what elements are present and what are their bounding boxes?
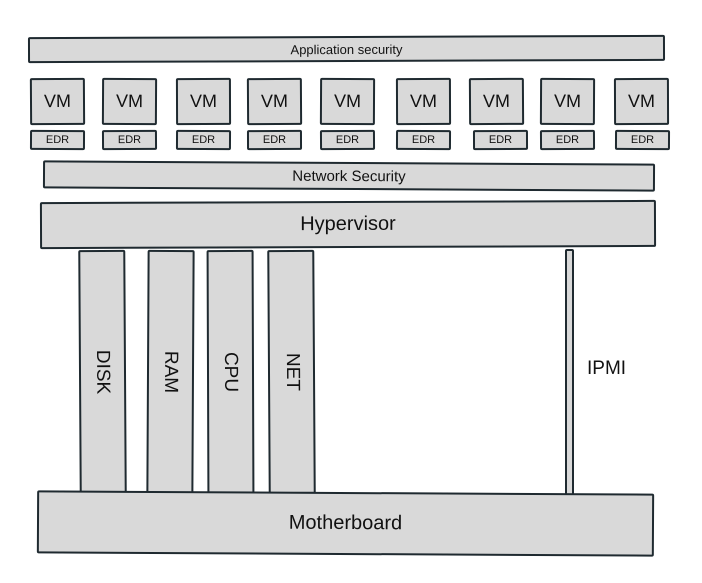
- hypervisor-layer: Hypervisor: [39, 199, 657, 250]
- edr-box: EDR: [319, 129, 376, 151]
- edr-box: EDR: [614, 129, 671, 151]
- resource-label: RAM: [160, 350, 182, 394]
- edr-label: EDR: [262, 133, 287, 147]
- edr-label: EDR: [191, 133, 216, 147]
- vm-box: VM: [319, 77, 376, 126]
- resource-label: DISK: [92, 349, 114, 395]
- edr-box: EDR: [175, 129, 232, 151]
- vm-box: VM: [246, 77, 303, 126]
- motherboard-label: Motherboard: [288, 511, 403, 535]
- ipmi-channel: [565, 249, 574, 496]
- network-security-layer: Network Security: [42, 160, 656, 192]
- application-security-layer: Application security: [27, 34, 666, 64]
- vm-label: VM: [553, 90, 582, 112]
- resource-label: NET: [281, 352, 303, 392]
- resource-pillar-net: NET: [267, 249, 316, 495]
- edr-box: EDR: [101, 129, 158, 151]
- edr-box: EDR: [539, 129, 596, 151]
- edr-label: EDR: [117, 133, 142, 147]
- edr-box: EDR: [29, 129, 86, 151]
- resource-pillar-disk: DISK: [78, 249, 127, 495]
- resource-label: CPU: [220, 351, 242, 393]
- vm-box: VM: [539, 77, 596, 126]
- vm-box: VM: [468, 77, 525, 126]
- hypervisor-label: Hypervisor: [300, 212, 396, 236]
- edr-label: EDR: [411, 133, 436, 147]
- vm-label: VM: [115, 90, 144, 112]
- vm-label: VM: [627, 90, 656, 112]
- vm-label: VM: [189, 90, 218, 112]
- edr-box: EDR: [246, 129, 303, 151]
- edr-box: EDR: [472, 129, 529, 151]
- network-security-label: Network Security: [292, 167, 406, 185]
- resource-pillar-ram: RAM: [146, 249, 195, 495]
- ipmi-label: IPMI: [587, 358, 627, 379]
- edr-label: EDR: [45, 133, 70, 147]
- edr-label: EDR: [488, 133, 513, 147]
- vm-label: VM: [482, 90, 511, 112]
- vm-label: VM: [43, 90, 72, 112]
- resource-pillar-cpu: CPU: [206, 249, 255, 495]
- edr-label: EDR: [555, 133, 580, 147]
- application-security-label: Application security: [290, 41, 403, 57]
- motherboard-layer: Motherboard: [36, 490, 655, 557]
- vm-box: VM: [613, 77, 670, 126]
- vm-label: VM: [409, 90, 438, 112]
- vm-box: VM: [175, 77, 232, 126]
- edr-box: EDR: [395, 129, 452, 151]
- vm-label: VM: [260, 90, 289, 112]
- edr-label: EDR: [630, 133, 655, 147]
- vm-box: VM: [395, 77, 452, 126]
- vm-box: VM: [29, 77, 86, 126]
- vm-label: VM: [333, 90, 362, 112]
- edr-label: EDR: [335, 133, 360, 147]
- vm-box: VM: [101, 77, 158, 126]
